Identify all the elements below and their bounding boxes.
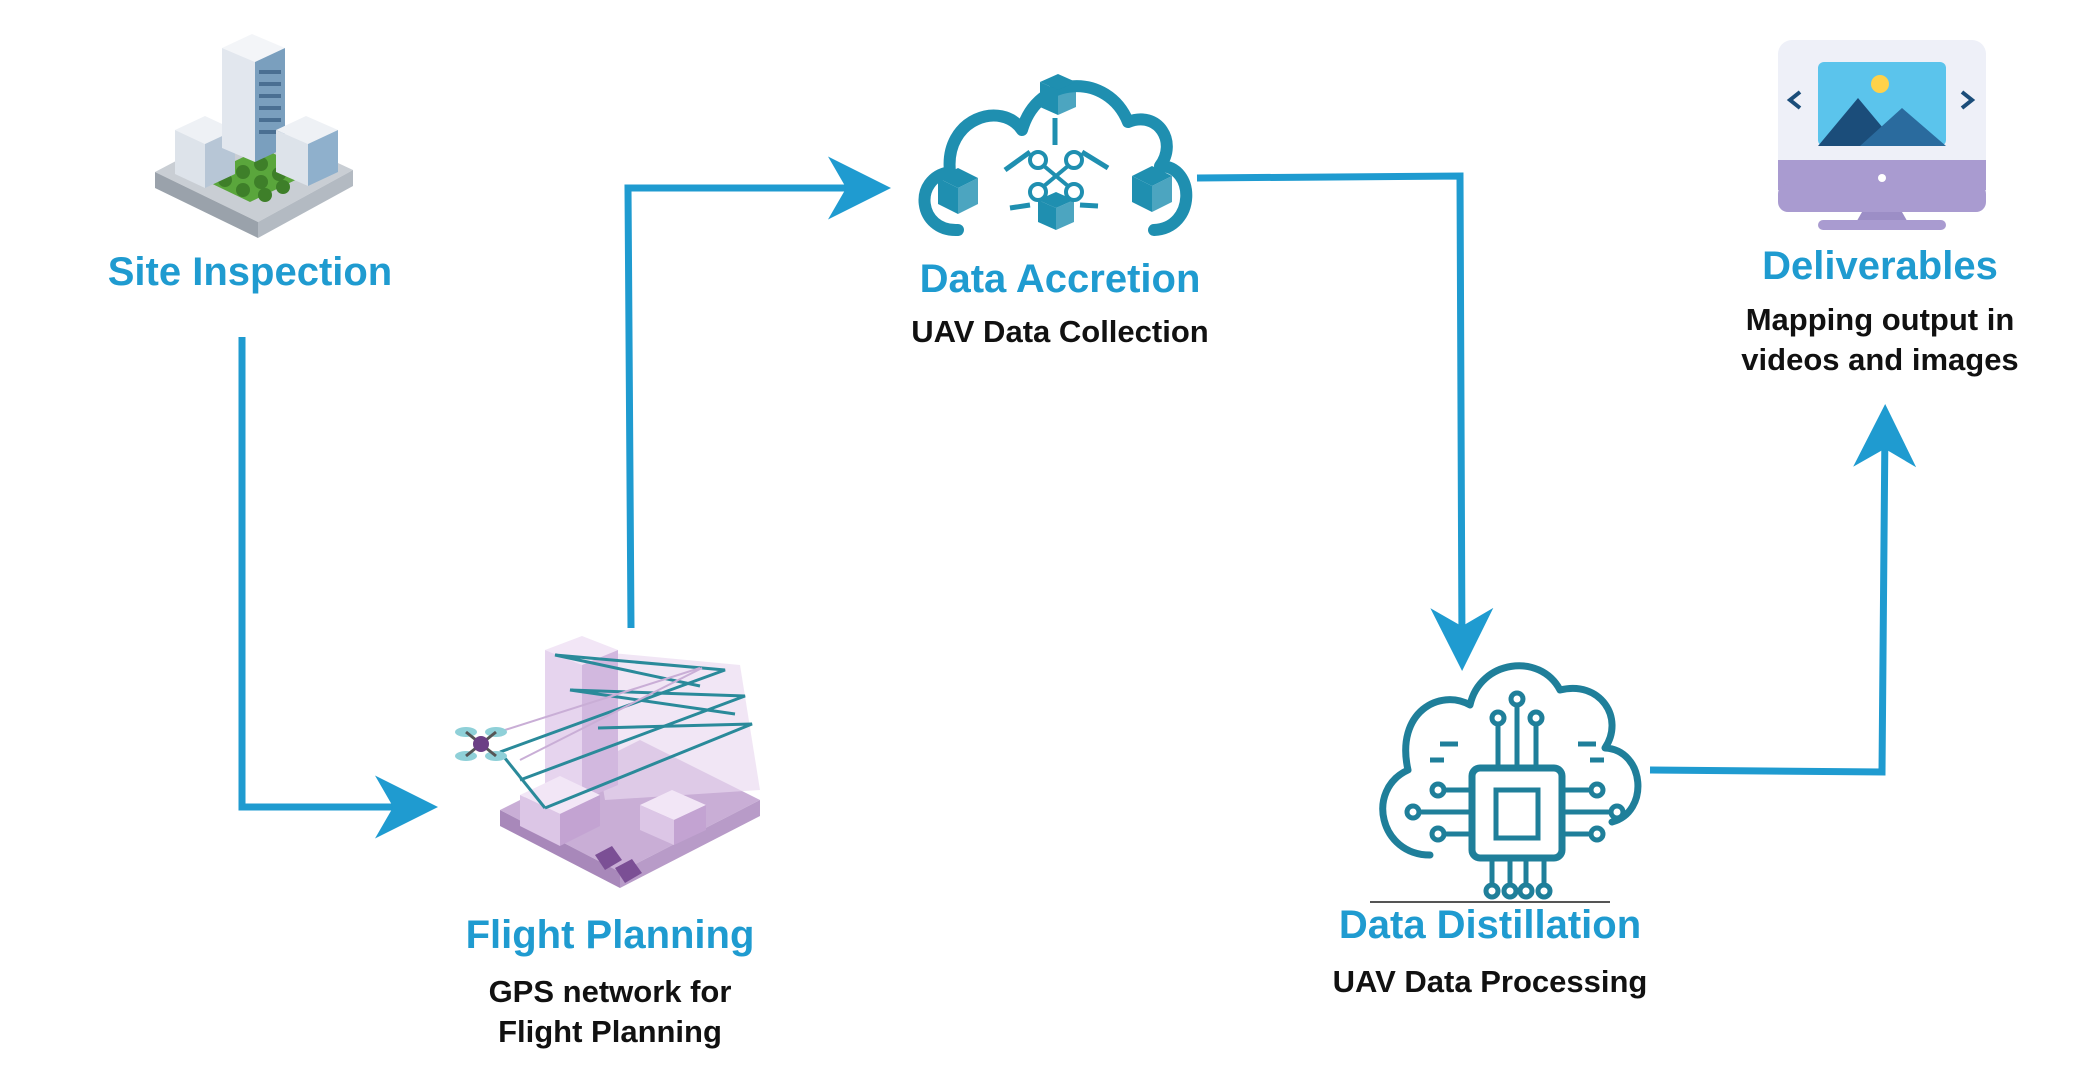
flight-planning-title: Flight Planning bbox=[465, 913, 755, 957]
flight-planning-subtitle-line-2: Flight Planning bbox=[498, 1014, 722, 1049]
connector-distillation-to-deliverables bbox=[1649, 404, 1917, 776]
connector-accretion-to-distillation bbox=[1196, 172, 1494, 671]
deliverables-title: Deliverables bbox=[1762, 244, 1998, 288]
deliverables-subtitle-line-1: Mapping output in bbox=[1745, 302, 2015, 337]
drone-flight-grid-icon bbox=[455, 636, 760, 888]
data-accretion-subtitle: UAV Data Collection bbox=[911, 314, 1209, 349]
connector-site-to-flight bbox=[238, 337, 438, 839]
city-buildings-icon bbox=[155, 34, 353, 238]
data-distillation-subtitle: UAV Data Processing bbox=[1332, 964, 1648, 999]
connector-flight-to-accretion bbox=[624, 156, 891, 629]
data-distillation-title: Data Distillation bbox=[1338, 903, 1642, 947]
site-inspection-title: Site Inspection bbox=[107, 250, 393, 294]
monitor-image-icon bbox=[1778, 40, 1986, 230]
connectors bbox=[238, 156, 1917, 839]
deliverables-subtitle-line-2: videos and images bbox=[1741, 342, 2019, 377]
flight-planning-subtitle-line-1: GPS network for bbox=[488, 974, 732, 1009]
cloud-drone-network-icon bbox=[918, 74, 1193, 236]
cloud-chip-circuit-icon bbox=[1370, 662, 1642, 903]
data-accretion-title: Data Accretion bbox=[919, 257, 1201, 301]
